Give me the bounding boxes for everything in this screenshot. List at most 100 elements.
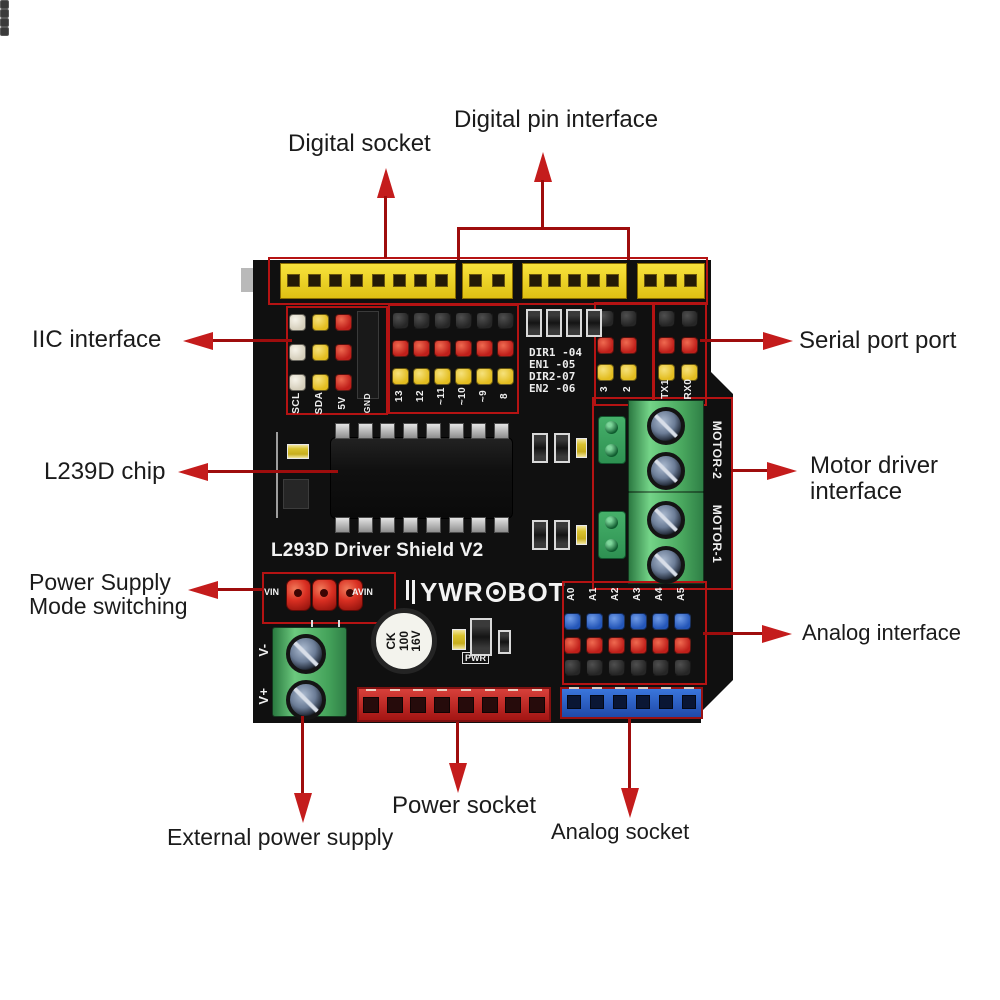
pin [619,336,637,354]
logo-bars-icon [406,580,415,604]
serial-pin-label: 2 [622,385,633,393]
chip-leg [357,423,373,439]
logo-robot-o-icon [485,582,506,602]
chip-leg [335,423,350,439]
chip-leg [425,517,441,533]
smd-component [546,309,562,337]
iic-pin-label: SDA [314,391,325,415]
pin [288,313,306,331]
socket-hole [659,695,673,709]
label-power-socket: Power socket [392,792,537,819]
pin [673,612,691,630]
socket-hole [590,695,604,709]
socket-hole [469,274,482,287]
pin [607,612,625,630]
analog-pin-label: A2 [610,587,621,601]
motor-jumper-connector [598,511,626,559]
mode-jumper [338,579,363,611]
chip-leg [403,423,419,439]
pin [651,612,669,630]
socket-tick [460,689,471,691]
arrow-power-mode [188,581,218,599]
pin [334,313,352,331]
socket-tick [532,689,542,691]
arrow-digital-socket [377,168,395,198]
chip-leg [335,517,350,533]
gnd-pin [0,9,9,18]
arrow-digital-pin-interface [534,152,552,182]
socket-hole [371,274,385,287]
pin [607,636,625,654]
label-serial-port: Serial port port [799,327,957,354]
socket-hole [350,274,364,287]
pin [673,636,691,654]
socket-hole [529,697,545,713]
pin [651,658,669,676]
arrow-l239d-chip [178,463,208,481]
pin [391,367,409,385]
motor1-label: MOTOR-1 [710,504,724,564]
iic-pin-label: 5V [337,396,348,410]
analog-pin-label: A3 [632,587,643,601]
pin [629,658,647,676]
pin [334,343,352,361]
pin [651,636,669,654]
gnd-pin-label: GND [362,392,372,414]
chip-leg [493,423,509,439]
terminal-screw [286,680,326,720]
smd-component [498,630,511,654]
signal-map-line: DIR1 -04 [529,346,582,359]
pin [288,343,306,361]
socket-tick [389,689,400,691]
pin [596,363,614,381]
digital-pin-label: 13 [394,389,405,403]
socket-hole [548,274,562,287]
socket-tick [366,689,376,691]
label-external-power: External power supply [167,824,394,850]
smd-component [526,309,542,337]
socket-hole [606,274,619,287]
avin-label: AVIN [352,587,373,597]
signal-map: DIR1 -04 EN1 -05 DIR2-07 EN2 -06 [529,347,582,395]
arrow-serial-port [763,332,793,350]
board-side-tab [241,268,253,292]
pin [673,658,691,676]
smd-component [532,520,548,550]
pin [288,373,306,391]
motor-group-outline [592,397,733,590]
pin [433,367,451,385]
power-mode-outline [262,572,396,624]
label-motor-driver: Motor driver interface [810,452,939,505]
arrow-power-socket [449,763,467,793]
socket-hole [308,274,322,287]
smd-component [554,433,570,463]
socket-hole [457,697,474,713]
pin [619,309,637,327]
socket-hole [505,697,522,713]
socket-hole [664,274,677,287]
pin [412,311,430,329]
socket-tick [437,689,448,691]
arrow-analog-interface [762,625,792,643]
vin-label: VIN [264,587,280,597]
pin [563,612,581,630]
digital-pin-label: ~9 [478,389,489,403]
vplus-label: V+ [256,687,271,705]
serial-pin-label: 3 [599,385,610,393]
gnd-pin-strip [357,311,379,399]
pin [496,311,514,329]
socket-hole [682,695,696,709]
l293d-chip-body [330,437,513,519]
arrow-analog-socket [621,788,639,818]
socket-tick [615,687,625,689]
pin [475,339,493,357]
smd-component [566,309,582,337]
logo-text-right: BOT [507,576,566,607]
socket-hole [586,274,600,287]
logo-text-left: YWR [420,576,484,607]
capacitor: CK 100 16V [371,608,437,674]
socket-tick [684,687,694,689]
socket-tick [569,687,579,689]
pin [454,367,472,385]
